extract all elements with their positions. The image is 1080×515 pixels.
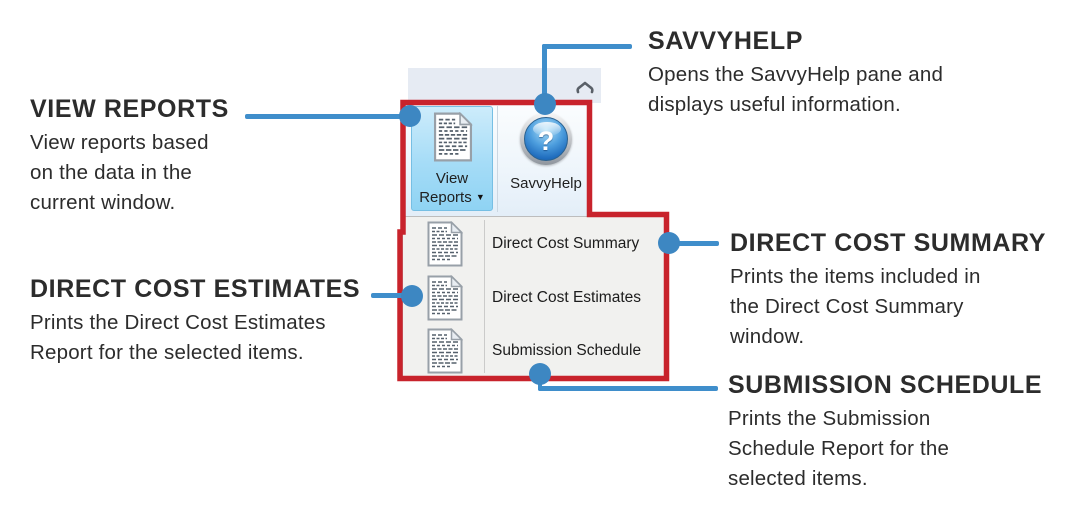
connector-line-direct-cost-estimates bbox=[371, 293, 413, 298]
savvyhelp-label: SavvyHelp bbox=[510, 175, 582, 192]
ribbon-top-band bbox=[408, 68, 601, 103]
callout-title: VIEW REPORTS bbox=[30, 95, 229, 123]
savvyhelp-button[interactable]: ? bbox=[520, 113, 572, 165]
callout-body: Prints the items included in the Direct … bbox=[730, 265, 981, 348]
callout-title: SAVVYHELP bbox=[648, 27, 803, 55]
callout-savvyhelp: SAVVYHELP Opens the SavvyHelp pane and d… bbox=[648, 26, 943, 120]
document-icon bbox=[427, 221, 463, 267]
menu-item-direct-cost-estimates[interactable]: Direct Cost Estimates bbox=[403, 271, 666, 324]
document-icon bbox=[427, 328, 463, 374]
menu-item-label: Direct Cost Summary bbox=[492, 234, 640, 252]
callout-title: DIRECT COST ESTIMATES bbox=[30, 275, 361, 303]
callout-body: Prints the Direct Cost Estimates Report … bbox=[30, 311, 326, 364]
connector-dot-view-reports bbox=[399, 105, 421, 127]
view-reports-button[interactable]: View Reports ▼ bbox=[411, 106, 493, 211]
document-icon bbox=[433, 112, 473, 162]
callout-body: Opens the SavvyHelp pane and displays us… bbox=[648, 63, 944, 116]
ribbon-separator bbox=[497, 106, 498, 212]
connector-dot-savvyhelp bbox=[534, 93, 556, 115]
callout-direct-cost-summary: DIRECT COST SUMMARY Prints the items inc… bbox=[730, 228, 1046, 352]
chevron-up-icon bbox=[576, 81, 594, 94]
callout-direct-cost-estimates: DIRECT COST ESTIMATES Prints the Direct … bbox=[30, 274, 360, 368]
connector-line-view-reports bbox=[245, 114, 411, 119]
view-reports-dropdown-menu: Direct Cost Summary Direct Cost Estimate… bbox=[402, 216, 667, 377]
callout-body: View reports based on the data in the cu… bbox=[30, 131, 209, 214]
callout-view-reports: VIEW REPORTS View reports based on the d… bbox=[30, 94, 229, 218]
connector-line-savvyhelp-h bbox=[542, 44, 632, 49]
document-icon bbox=[427, 275, 463, 321]
connector-line-savvyhelp-v bbox=[542, 44, 547, 104]
menu-item-label: Submission Schedule bbox=[492, 341, 642, 359]
callout-title: DIRECT COST SUMMARY bbox=[730, 229, 1047, 257]
callout-submission-schedule: SUBMISSION SCHEDULE Prints the Submissio… bbox=[728, 370, 1042, 494]
connector-dot-submission-schedule bbox=[529, 363, 551, 385]
collapse-ribbon-button[interactable] bbox=[575, 79, 595, 96]
dropdown-arrow-icon: ▼ bbox=[475, 192, 485, 202]
menu-item-direct-cost-summary[interactable]: Direct Cost Summary bbox=[403, 217, 666, 270]
callout-title: SUBMISSION SCHEDULE bbox=[728, 371, 1043, 399]
menu-item-label: Direct Cost Estimates bbox=[492, 288, 642, 306]
callout-body: Prints the Submission Schedule Report fo… bbox=[728, 407, 950, 490]
connector-line-direct-cost-summary bbox=[668, 241, 719, 246]
connector-dot-direct-cost-summary bbox=[658, 232, 680, 254]
question-mark-icon: ? bbox=[524, 117, 568, 161]
connector-line-submission-schedule-h bbox=[538, 386, 718, 391]
connector-dot-direct-cost-estimates bbox=[401, 285, 423, 307]
view-reports-label: View Reports ▼ bbox=[419, 170, 485, 206]
